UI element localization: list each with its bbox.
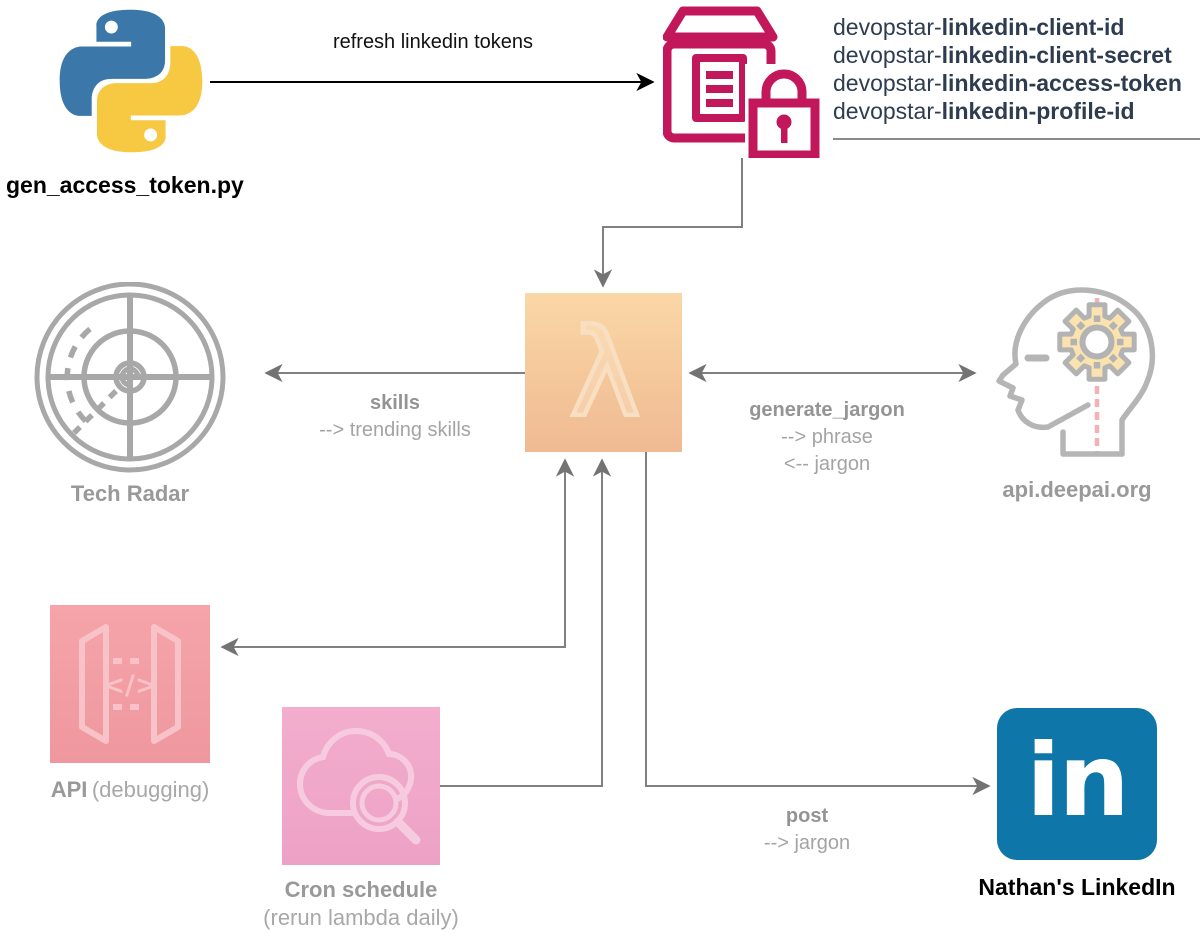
edge-secrets-to-lambda: [593, 158, 743, 288]
cron-schedule-node: [282, 707, 440, 865]
edge-jargon-sub1: --> phrase: [781, 426, 873, 448]
edge-post-label: post --> jargon: [707, 803, 907, 857]
tech-radar-icon: [34, 282, 226, 473]
tech-radar-label: Tech Radar: [70, 481, 190, 506]
secret-name-row: devopstar-linkedin-profile-id: [833, 97, 1182, 125]
api-label-name: API: [50, 777, 88, 802]
edge-jargon-sub2: <-- jargon: [783, 453, 871, 475]
secrets-manager-icon: [663, 6, 823, 158]
secret-prefix: devopstar-: [833, 14, 942, 40]
lambda-function-node: λ: [525, 293, 682, 452]
secret-prefix: devopstar-: [833, 70, 942, 96]
python-logo-icon: [59, 9, 203, 153]
secret-name: linkedin-access-token: [941, 70, 1182, 96]
gear-icon: [1057, 302, 1137, 382]
edge-skills-sub: --> trending skills: [319, 419, 471, 441]
secret-names-list: devopstar-linkedin-client-id devopstar-l…: [833, 13, 1182, 125]
secret-name: linkedin-client-secret: [941, 42, 1172, 68]
python-script-label: gen_access_token.py: [6, 172, 244, 198]
edge-skills-label: skills --> trending skills: [295, 390, 495, 444]
secret-name-row: devopstar-linkedin-access-token: [833, 69, 1182, 97]
secret-name-row: devopstar-linkedin-client-secret: [833, 41, 1182, 69]
api-label: API (debugging): [30, 777, 230, 803]
secret-name: linkedin-profile-id: [941, 98, 1135, 124]
edge-jargon-name: generate_jargon: [749, 399, 905, 421]
edge-cron-trigger: [440, 458, 612, 787]
api-gateway-icon: </>: [79, 624, 181, 744]
linkedin-label: Nathan's LinkedIn: [978, 874, 1176, 900]
edge-skills-name: skills: [369, 392, 421, 414]
edge-lambda-api: [220, 458, 575, 657]
lambda-glyph: λ: [569, 305, 640, 444]
cron-cloud-icon: [296, 727, 421, 845]
cron-label: Cron schedule: [284, 877, 438, 902]
secret-prefix: devopstar-: [833, 42, 942, 68]
secret-name-row: devopstar-linkedin-client-id: [833, 13, 1182, 41]
linkedin-icon: in: [1026, 722, 1129, 839]
edge-post-name: post: [785, 805, 829, 827]
edge-post: [645, 452, 991, 796]
linkedin-node: in: [997, 708, 1157, 860]
secret-name: linkedin-client-id: [941, 14, 1125, 40]
ai-head-icon: [996, 287, 1156, 457]
edge-refresh-label: refresh linkedin tokens: [332, 31, 534, 53]
lambda-icon: λ: [567, 303, 643, 447]
api-label-note: (debugging): [91, 777, 210, 802]
edge-post-sub: --> jargon: [763, 832, 851, 854]
secret-prefix: devopstar-: [833, 98, 942, 124]
deepai-label: api.deepai.org: [1002, 477, 1152, 502]
cron-note: (rerun lambda daily): [263, 905, 459, 930]
api-gateway-node: </>: [50, 605, 210, 763]
edge-jargon-label: generate_jargon --> phrase <-- jargon: [727, 397, 927, 478]
api-glyph: </>: [102, 670, 157, 701]
